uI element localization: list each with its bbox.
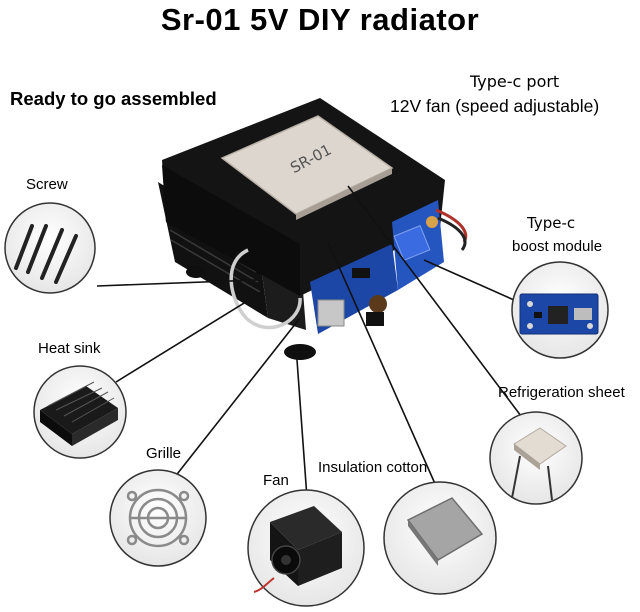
assembled-radiator: SR-01	[158, 98, 468, 360]
grille-icon	[126, 488, 190, 548]
screw-callout	[4, 202, 96, 294]
fan-spec-label: 12V fan (speed adjustable)	[390, 96, 600, 116]
fan-icon	[253, 506, 342, 593]
grille-label: Grille	[146, 445, 182, 462]
front-pcb	[310, 200, 444, 334]
screw-label: Screw	[26, 176, 68, 193]
fan-callout	[247, 489, 365, 607]
assembled-subtitle: Ready to go assembled	[10, 88, 217, 109]
type-c-port-label: Type-c port	[470, 72, 560, 91]
fan-wire	[229, 248, 302, 330]
leader-lines	[96, 185, 525, 499]
boost-module-title: Type-c	[527, 214, 576, 232]
insulation-callout	[383, 481, 497, 595]
fan-label: Fan	[263, 472, 289, 489]
refrigeration-callout	[489, 411, 583, 505]
screw-icon	[14, 224, 78, 284]
boost-module-callout	[511, 261, 609, 359]
page-title: Sr-01 5V DIY radiator	[160, 2, 480, 37]
grille-callout	[109, 469, 207, 567]
heat-sink-label: Heat sink	[38, 340, 101, 357]
boost-module-label: boost module	[512, 238, 603, 255]
heat-sink-callout	[33, 365, 127, 459]
insulation-cotton-label: Insulation cotton	[318, 459, 428, 476]
boost-module-icon	[519, 293, 599, 335]
tec-icon	[511, 427, 567, 501]
heat-sink-icon	[40, 381, 118, 446]
refrigeration-sheet-label: Refrigeration sheet	[498, 384, 625, 401]
